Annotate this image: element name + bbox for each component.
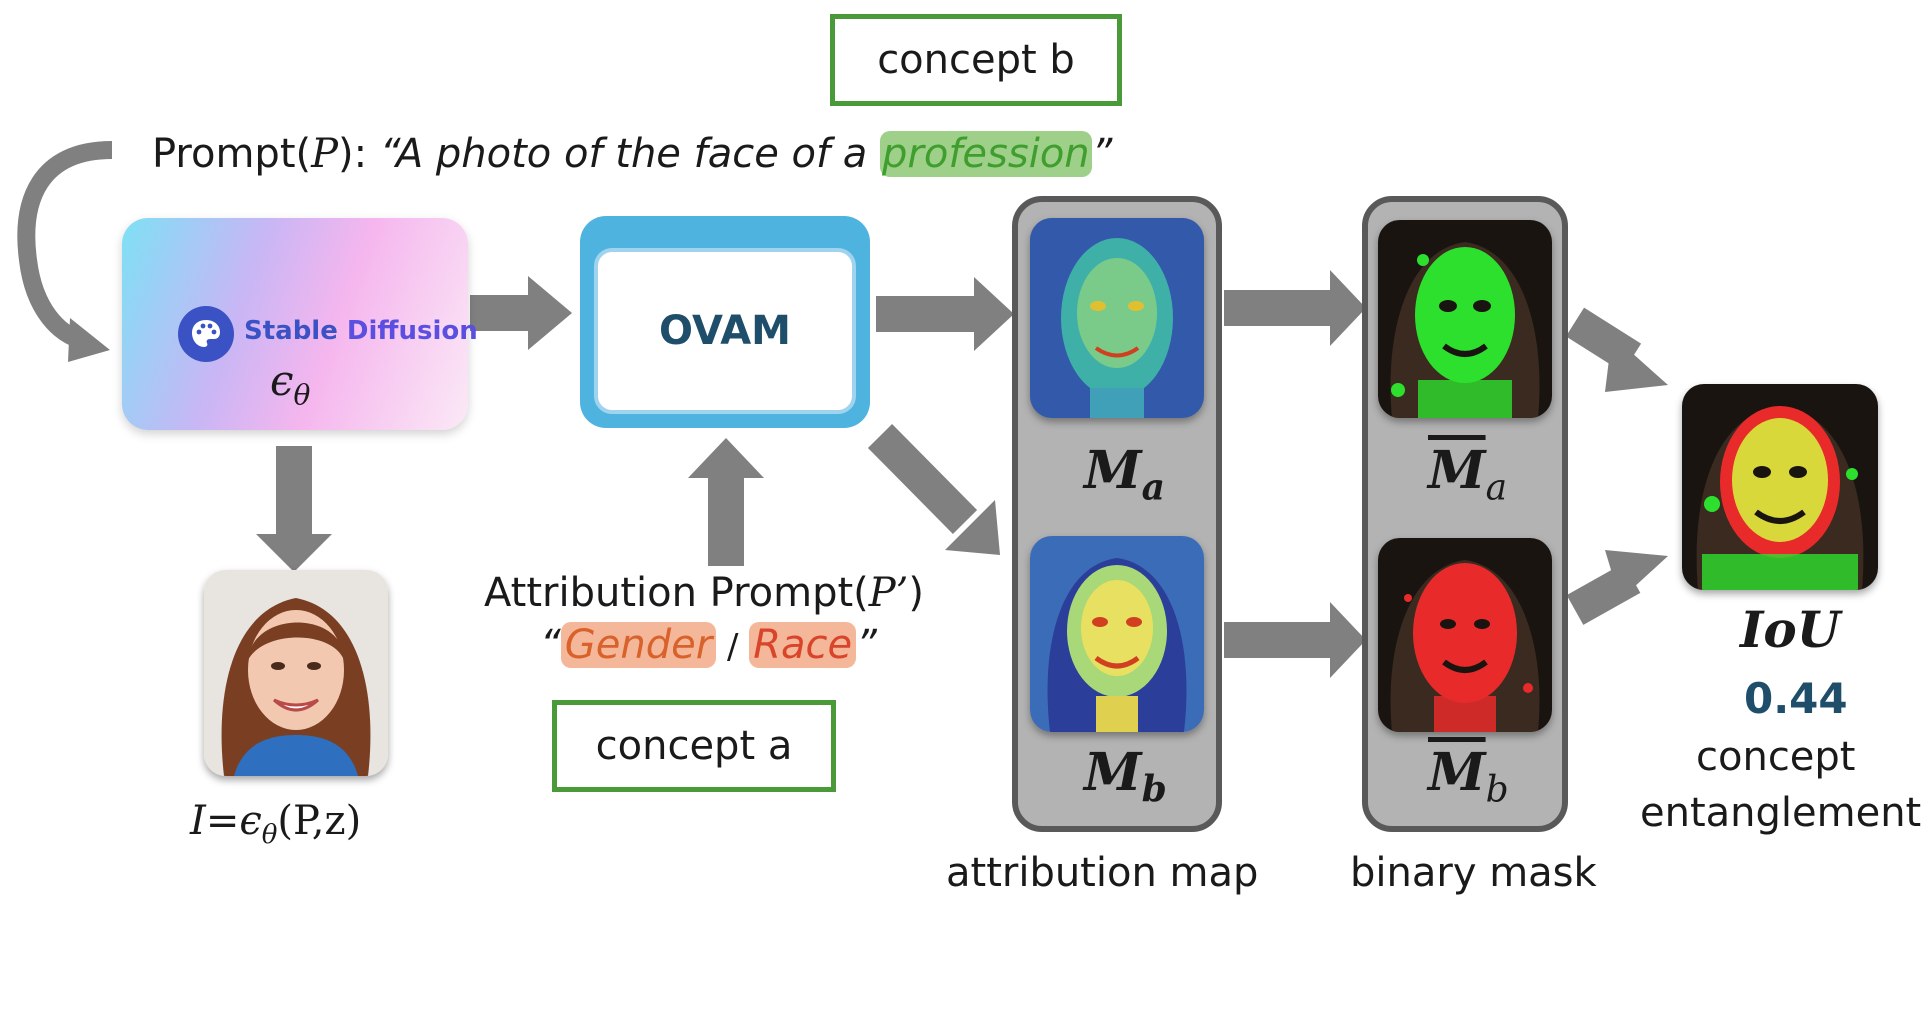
attribution-map-a-image [1030,218,1204,418]
stable-diffusion-logo-text: Stable Diffusion [244,316,478,346]
binary-mask-b-image [1378,538,1552,732]
brand-second-word: Diffusion [346,316,478,346]
binary-mask-caption: binary mask [1350,850,1597,896]
caption-args: (P,z) [277,798,362,844]
race-highlight: Race [749,622,857,668]
mask-b-letter: M [1428,742,1486,803]
result-caption-line1: concept [1696,734,1856,780]
binary-mask-a-image [1378,220,1552,418]
prompt-colon: ): [338,131,368,177]
ovam-to-mb-line [867,424,978,534]
epsilon-theta-label: ϵθ [270,356,310,411]
map-b-letter: M [1084,742,1142,803]
attribution-prompt-close: ) [908,570,925,616]
prompt-prefix: Prompt( [152,131,312,177]
prompt-close-quote: ” [1091,131,1113,177]
sd-to-image-arrowhead [256,534,332,572]
generated-face-image [204,570,388,776]
concept-b-label: concept b [877,37,1075,83]
attribution-prompt-line1: Attribution Prompt(P’) [484,570,924,616]
map-a-subscript: a [1141,466,1165,509]
concept-a-box: concept a [552,700,836,792]
attribution-map-caption: attribution map [946,850,1259,896]
mask-b-label: Mb [1428,742,1509,810]
mb-to-mask-arrowhead [1330,602,1366,678]
open-quote: “ [540,622,561,668]
ovam-to-ma-arrowhead [974,277,1014,351]
iou-overlay-image [1682,384,1878,590]
prompt-text: Prompt(P): “A photo of the face of a pro… [152,126,1112,182]
theta-subscript: θ [293,378,311,412]
ovam-to-mb-arrowhead [945,500,1000,555]
close-quote: ” [856,622,877,668]
prompt-symbol: P [311,131,339,177]
result-caption-line2: entanglement [1640,790,1922,836]
mask-a-to-iou-arrowhead [1605,335,1668,392]
ovam-inner: OVAM [594,248,856,414]
concept-a-label: concept a [595,723,793,769]
sd-to-ovam-arrowhead [528,276,572,350]
loop-arrow [17,141,113,349]
attribution-map-b-image [1030,536,1204,732]
attribution-prompt-text: Attribution Prompt( [484,570,869,616]
prompt-quote-text: “A photo of the face of a [379,131,881,177]
map-b-label: Mb [1084,742,1167,810]
palette-icon [178,306,234,362]
mask-a-label: Ma [1428,440,1507,508]
brand-first-word: Stable [244,316,347,346]
map-a-label: Ma [1084,440,1165,508]
prompt-profession-highlight: profession [880,131,1092,177]
attribution-prompt-symbol: P’ [868,570,909,616]
attribution-prompt-line2: “Gender / Race” [540,622,877,668]
ma-to-mask-arrowhead [1330,270,1366,346]
map-b-subscript: b [1141,768,1167,811]
ovam-box: OVAM [580,216,870,428]
iou-value: 0.44 [1744,674,1848,723]
mask-a-letter: M [1428,440,1486,501]
mask-b-to-iou-arrowhead [1605,550,1668,600]
stable-diffusion-box: Stable Diffusion ϵθ [122,218,478,430]
ovam-label: OVAM [659,308,791,354]
prompt-to-ovam-arrowhead [688,438,764,478]
epsilon-symbol: ϵ [270,356,294,405]
caption-i: I [190,798,206,844]
caption-equals: = [205,798,240,844]
separator: / [716,627,750,667]
map-a-letter: M [1084,440,1142,501]
mask-a-subscript: a [1485,467,1508,509]
iou-metric-label: IoU [1740,600,1841,659]
caption-theta: θ [261,820,278,850]
mask-b-subscript: b [1485,769,1509,811]
gender-highlight: Gender [560,622,717,668]
loop-arrowhead [68,318,110,362]
caption-epsilon: ϵ [239,798,262,844]
concept-b-box: concept b [830,14,1122,106]
generated-image-caption: I=ϵθ(P,z) [190,798,361,850]
